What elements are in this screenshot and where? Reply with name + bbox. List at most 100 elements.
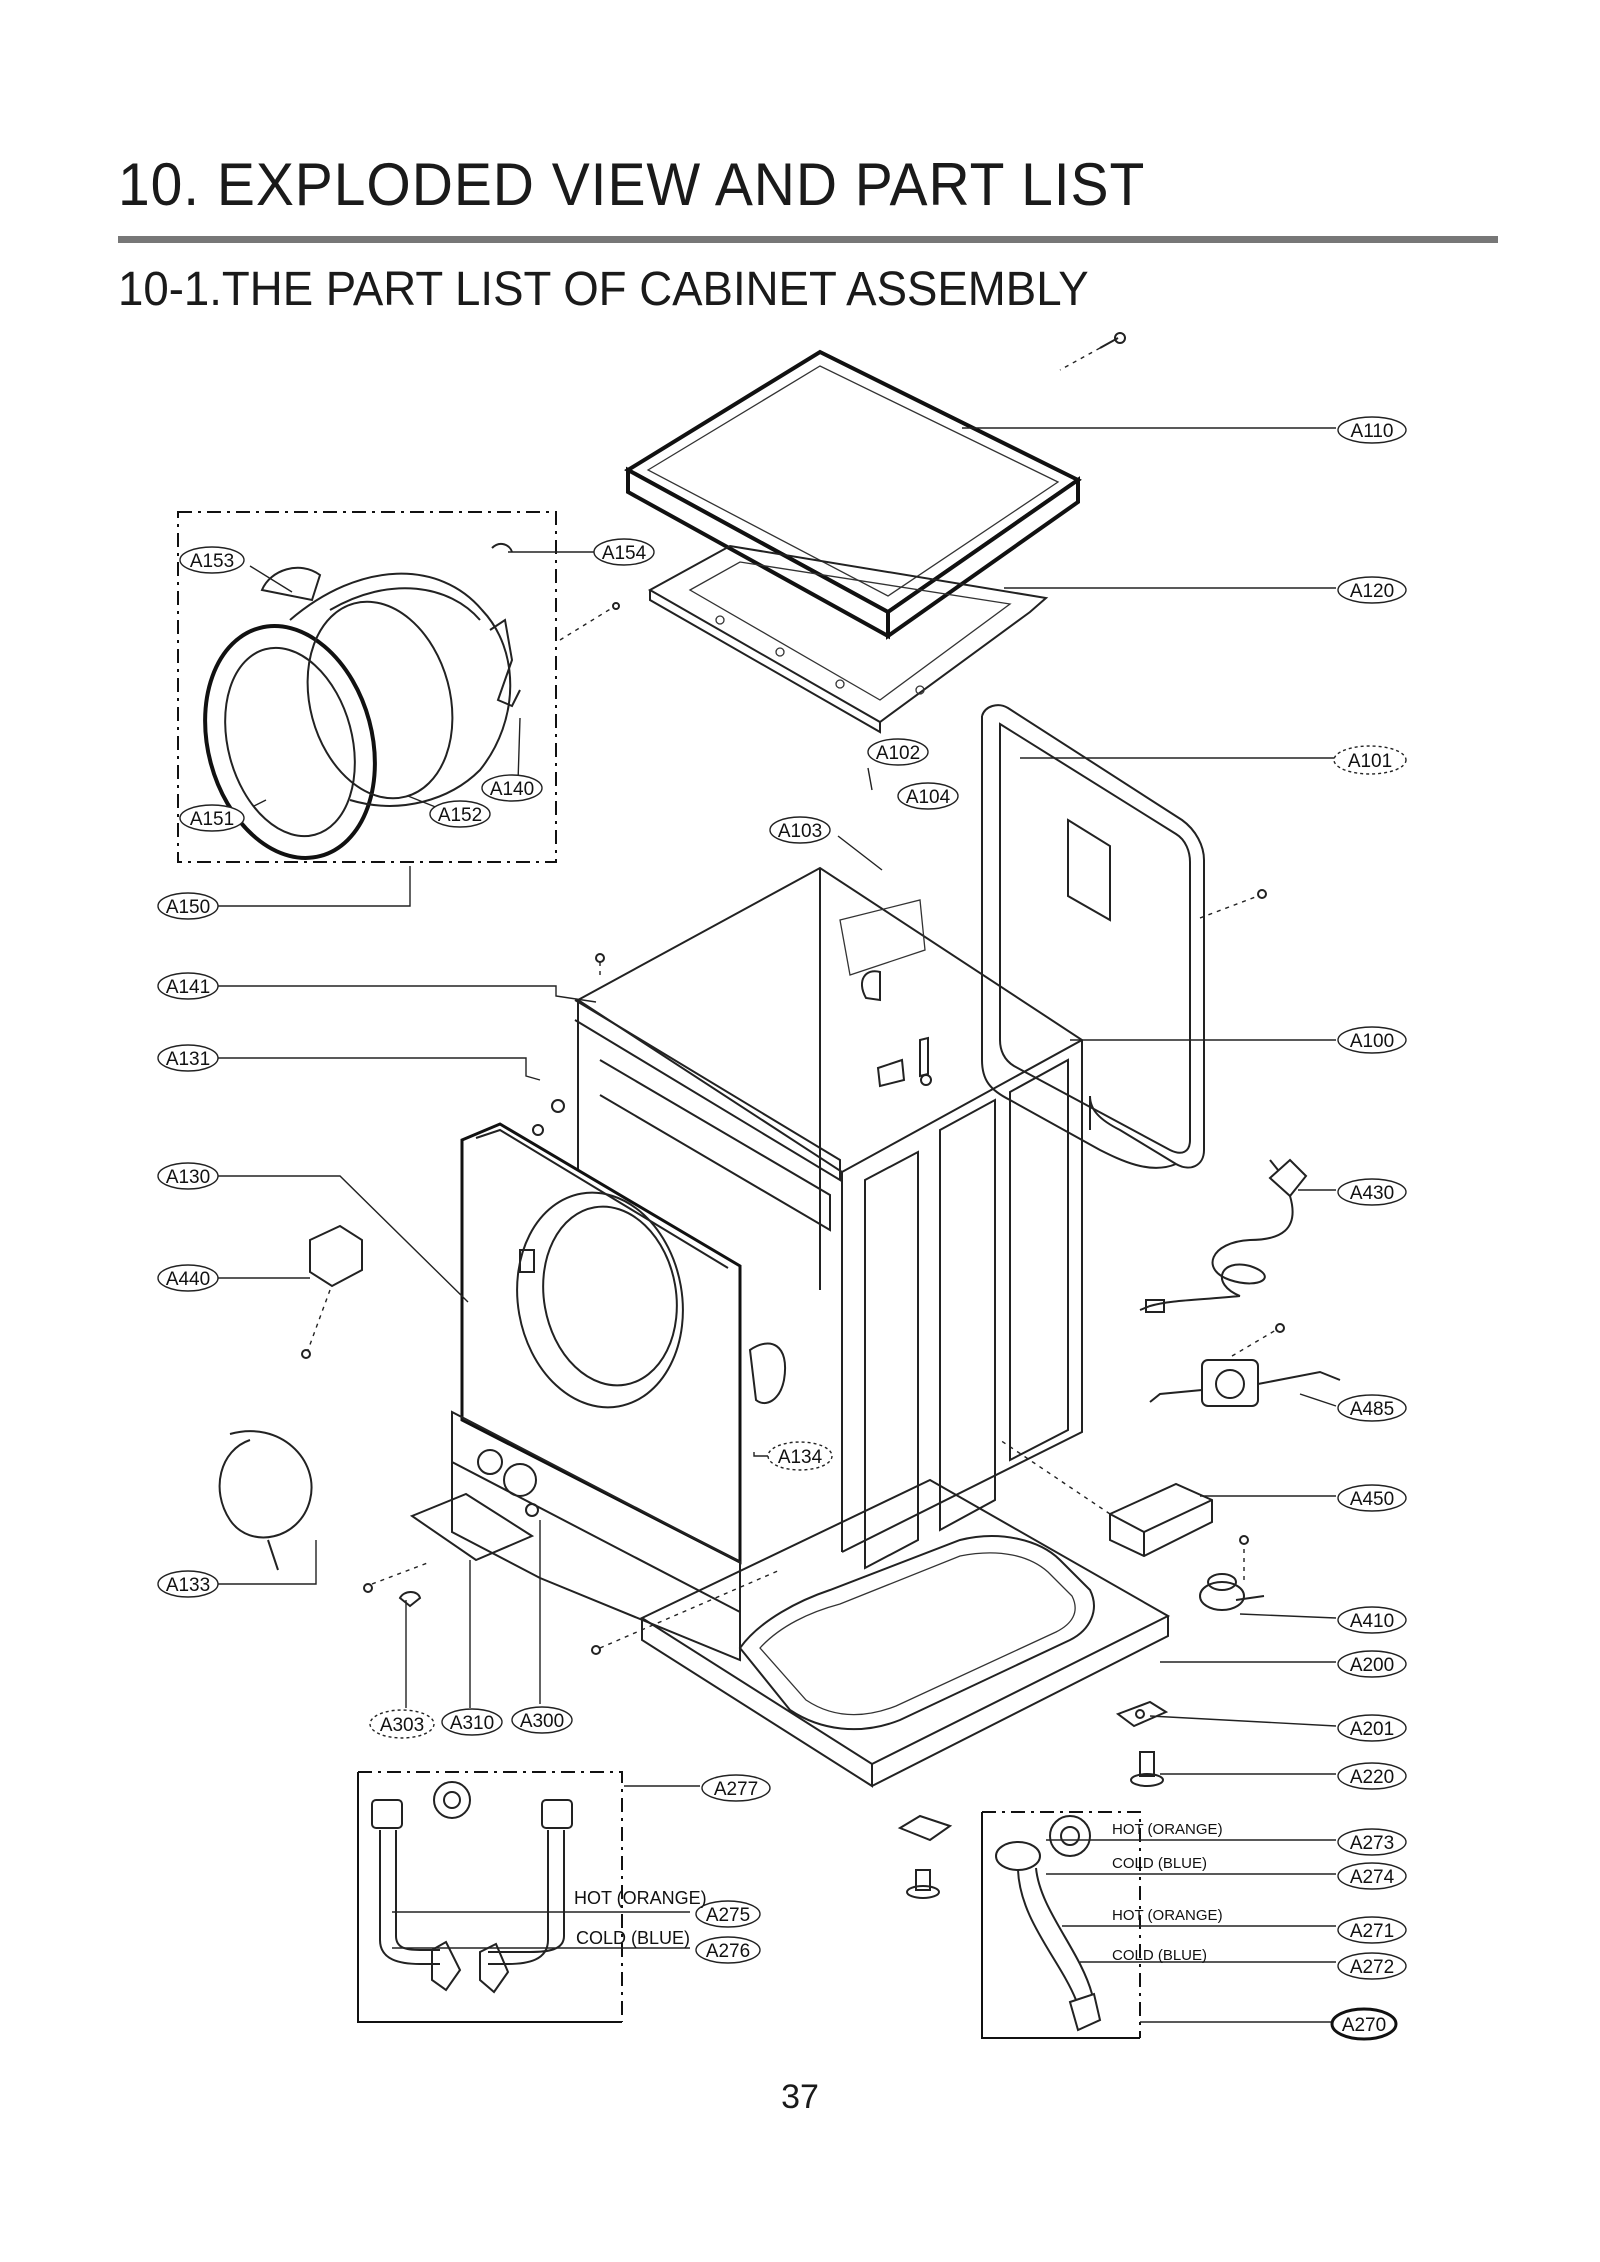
svg-text:A131: A131 xyxy=(166,1049,210,1070)
callout-A133: A133 xyxy=(157,1570,219,1598)
svg-text:A271: A271 xyxy=(1350,1921,1394,1942)
callout-A101: A101 xyxy=(1333,745,1407,775)
callout-A275: A275 xyxy=(695,1900,761,1928)
page-number: 37 xyxy=(781,2078,819,2116)
svg-text:A303: A303 xyxy=(380,1715,424,1736)
callout-A440: A440 xyxy=(157,1264,219,1292)
callout-A154: A154 xyxy=(593,538,655,566)
base-frame-part xyxy=(639,1478,1171,1788)
svg-text:A485: A485 xyxy=(1350,1399,1394,1420)
svg-text:A310: A310 xyxy=(450,1713,494,1734)
pressure-switch-part xyxy=(1199,1535,1265,1611)
callout-A201: A201 xyxy=(1337,1714,1407,1742)
svg-text:A273: A273 xyxy=(1350,1833,1394,1854)
svg-text:A101: A101 xyxy=(1348,751,1392,772)
svg-text:A102: A102 xyxy=(876,743,920,764)
svg-text:A152: A152 xyxy=(438,805,482,826)
right-cold-label-1: COLD (BLUE) xyxy=(1112,1855,1207,1872)
callout-A151: A151 xyxy=(179,804,245,832)
page-title: 10. EXPLODED VIEW AND PART LIST xyxy=(118,151,1146,218)
callout-A410: A410 xyxy=(1337,1606,1407,1634)
svg-text:A151: A151 xyxy=(190,809,234,830)
callout-A300: A300 xyxy=(511,1706,573,1734)
callout-A430: A430 xyxy=(1337,1178,1407,1206)
callout-A153: A153 xyxy=(179,546,245,574)
svg-text:A154: A154 xyxy=(602,543,647,564)
svg-text:A141: A141 xyxy=(166,977,210,998)
left-inlet-hose-part xyxy=(371,1781,690,1994)
callout-A450: A450 xyxy=(1337,1484,1407,1512)
svg-text:A103: A103 xyxy=(778,821,822,842)
callout-A141: A141 xyxy=(157,972,219,1000)
callout-A131: A131 xyxy=(157,1044,219,1072)
door-assembly-part xyxy=(203,542,620,860)
callout-A103: A103 xyxy=(769,816,831,844)
right-hot-label-1: HOT (ORANGE) xyxy=(1112,1821,1223,1838)
callout-A200: A200 xyxy=(1337,1650,1407,1678)
svg-text:A110: A110 xyxy=(1351,421,1394,442)
left-cold-label: COLD (BLUE) xyxy=(576,1928,690,1948)
title-rule xyxy=(118,236,1498,243)
right-cold-label-2: COLD (BLUE) xyxy=(1112,1947,1207,1964)
power-cord-part xyxy=(1139,1158,1308,1313)
callout-A150: A150 xyxy=(157,892,219,920)
leader-lines xyxy=(218,427,1337,2023)
svg-text:A120: A120 xyxy=(1350,581,1394,602)
callout-A130: A130 xyxy=(157,1162,219,1190)
svg-text:A410: A410 xyxy=(1350,1611,1394,1632)
callout-A274: A274 xyxy=(1337,1862,1407,1890)
foot-part xyxy=(897,1700,1169,1899)
svg-text:A270: A270 xyxy=(1342,2015,1386,2036)
top-plate-part xyxy=(624,349,1082,640)
callout-A134: A134 xyxy=(767,1441,833,1471)
callout-A140: A140 xyxy=(481,774,543,802)
svg-text:A220: A220 xyxy=(1350,1767,1394,1788)
svg-text:A430: A430 xyxy=(1350,1183,1394,1204)
svg-text:A450: A450 xyxy=(1350,1489,1394,1510)
callout-A102: A102 xyxy=(867,738,929,766)
pcb-part xyxy=(999,1439,1213,1558)
svg-text:A150: A150 xyxy=(166,897,210,918)
svg-text:A200: A200 xyxy=(1350,1655,1394,1676)
callout-A152: A152 xyxy=(429,800,491,828)
callout-A100: A100 xyxy=(1337,1026,1407,1054)
callout-A276: A276 xyxy=(695,1936,761,1964)
right-drain-hose-part xyxy=(995,1815,1102,2032)
left-hose-box xyxy=(357,1771,623,2023)
svg-text:A134: A134 xyxy=(778,1447,823,1468)
svg-text:A300: A300 xyxy=(520,1711,564,1732)
svg-text:A130: A130 xyxy=(166,1167,210,1188)
svg-text:A277: A277 xyxy=(714,1779,758,1800)
callout-A110: A110 xyxy=(1337,416,1407,444)
svg-text:A133: A133 xyxy=(166,1575,210,1596)
lower-front-part xyxy=(409,1410,741,1662)
svg-text:A100: A100 xyxy=(1350,1031,1394,1052)
section-subtitle: 10-1.THE PART LIST OF CABINET ASSEMBLY xyxy=(118,263,1089,316)
right-hose-box xyxy=(981,1811,1141,2039)
cabinet-body-part xyxy=(574,866,1084,1570)
callout-A273: A273 xyxy=(1337,1828,1407,1856)
svg-text:A272: A272 xyxy=(1350,1957,1394,1978)
callout-A220: A220 xyxy=(1337,1762,1407,1790)
svg-text:A201: A201 xyxy=(1350,1719,1394,1740)
noise-filter-part xyxy=(1149,1323,1341,1407)
callout-A303: A303 xyxy=(369,1709,435,1739)
front-panel-part xyxy=(460,1122,742,1565)
svg-text:A276: A276 xyxy=(706,1941,750,1962)
callout-A271: A271 xyxy=(1337,1916,1407,1944)
callout-A277: A277 xyxy=(701,1774,771,1802)
top-frame-part xyxy=(647,544,1049,734)
small-parts xyxy=(218,953,932,1655)
svg-text:A104: A104 xyxy=(906,787,951,808)
callout-A310: A310 xyxy=(441,1708,503,1736)
callout-A272: A272 xyxy=(1337,1952,1407,1980)
svg-text:A274: A274 xyxy=(1350,1867,1395,1888)
rear-panel-part xyxy=(981,704,1267,1169)
callout-A104: A104 xyxy=(897,782,959,810)
top-screw-part xyxy=(1059,332,1126,371)
left-hot-label: HOT (ORANGE) xyxy=(574,1888,707,1908)
callout-A120: A120 xyxy=(1337,576,1407,604)
svg-text:A440: A440 xyxy=(166,1269,210,1290)
svg-text:A153: A153 xyxy=(190,551,234,572)
